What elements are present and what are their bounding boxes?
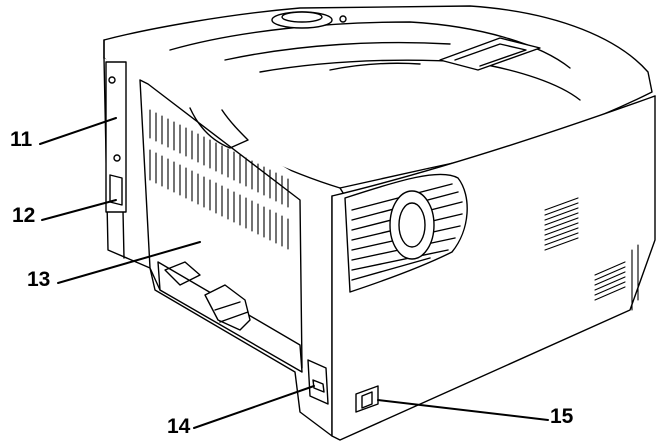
callout-leaders — [39, 117, 549, 429]
top-button — [271, 11, 347, 29]
output-tray — [169, 21, 581, 101]
callout-15: 15 — [550, 405, 574, 428]
paper-path — [157, 261, 303, 373]
leader-13 — [57, 241, 201, 284]
side-vents-small — [544, 197, 639, 311]
leader-14 — [193, 385, 315, 429]
leader-11 — [39, 117, 117, 145]
callout-14: 14 — [167, 415, 191, 438]
interface-panel — [105, 61, 127, 213]
power-switch — [355, 385, 379, 413]
side-vent-grille — [344, 173, 468, 293]
callout-11: 11 — [10, 128, 33, 151]
leader-15 — [377, 399, 549, 421]
leader-12 — [41, 199, 117, 221]
rear-vents — [149, 109, 289, 250]
callout-12: 12 — [12, 204, 36, 227]
callout-13: 13 — [27, 268, 51, 291]
